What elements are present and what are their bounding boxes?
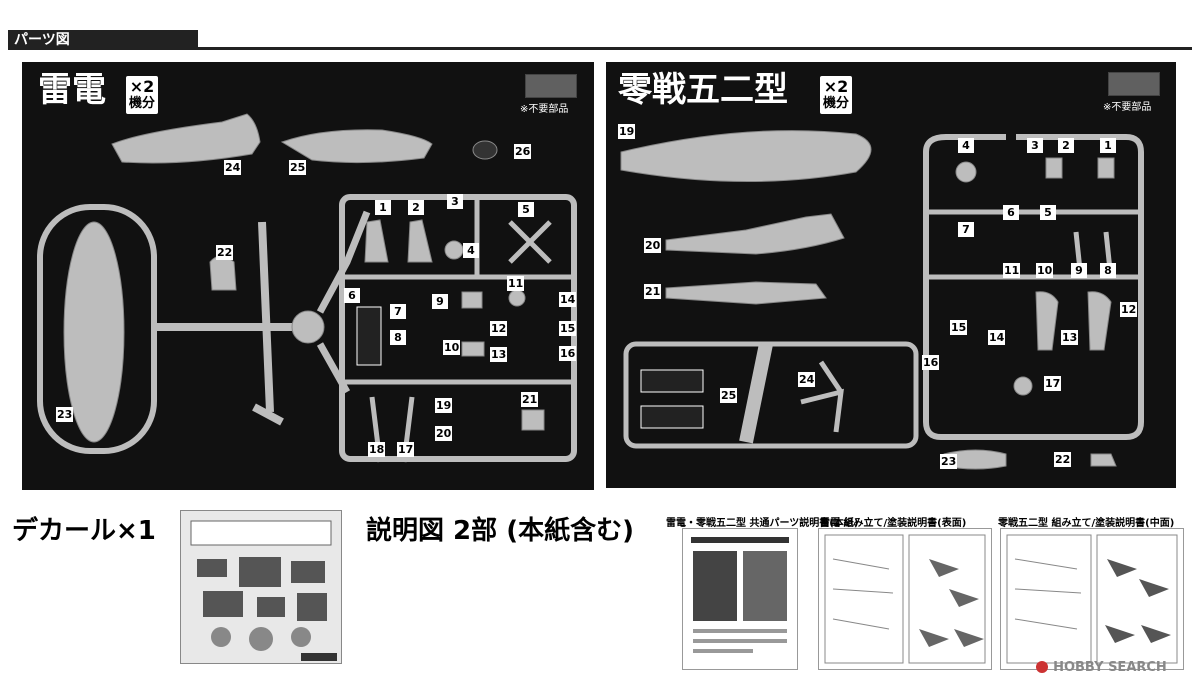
raiden-part-22: 22 <box>216 245 234 260</box>
raiden-unused-note: ※不要部品 <box>520 104 569 115</box>
raiden-part-21: 21 <box>521 392 539 407</box>
raiden-part-15: 15 <box>559 321 577 336</box>
raiden-part-20: 20 <box>435 426 453 441</box>
zero-part-7: 7 <box>958 222 974 237</box>
raiden-part-1: 1 <box>375 200 391 215</box>
doc-thumbnail-common <box>682 528 798 670</box>
raiden-part-9: 9 <box>432 294 448 309</box>
raiden-part-7: 7 <box>390 304 406 319</box>
zero-part-25: 25 <box>720 388 738 403</box>
zero-part-16: 16 <box>922 355 940 370</box>
raiden-part-5: 5 <box>518 202 534 217</box>
raiden-part-11: 11 <box>507 276 525 291</box>
zero-part-11: 11 <box>1003 263 1021 278</box>
raiden-part-6: 6 <box>344 288 360 303</box>
raiden-part-18: 18 <box>368 442 386 457</box>
raiden-part-3: 3 <box>447 194 463 209</box>
zero-sprue-illustration <box>620 130 1144 470</box>
zero-part-3: 3 <box>1027 138 1043 153</box>
zero-part-10: 10 <box>1036 263 1054 278</box>
zero-part-14: 14 <box>988 330 1006 345</box>
watermark-logo-icon <box>1036 660 1048 673</box>
zero-part-23: 23 <box>940 454 958 469</box>
raiden-part-8: 8 <box>390 330 406 345</box>
page-title: パーツ図 <box>14 32 70 48</box>
raiden-sprue-illustration <box>37 113 577 463</box>
doc-title-zero: 零戦五二型 組み立て/塗装説明書(中面) <box>998 518 1175 529</box>
raiden-part-14: 14 <box>559 292 577 307</box>
header-bar <box>8 30 198 50</box>
raiden-part-23: 23 <box>56 407 74 422</box>
zero-part-17: 17 <box>1044 376 1062 391</box>
doc-zero-illustration <box>1006 534 1178 664</box>
raiden-part-10: 10 <box>443 340 461 355</box>
zero-unused-swatch <box>1108 72 1160 96</box>
decal-sheet-image <box>180 510 342 664</box>
raiden-part-16: 16 <box>559 346 577 361</box>
raiden-part-13: 13 <box>490 347 508 362</box>
doc-thumbnail-zero <box>1000 528 1184 670</box>
zero-unused-note: ※不要部品 <box>1103 102 1152 113</box>
zero-part-15: 15 <box>950 320 968 335</box>
zero-title: 零戦五二型 <box>618 70 788 110</box>
zero-part-24: 24 <box>798 372 816 387</box>
zero-part-22: 22 <box>1054 452 1072 467</box>
raiden-unused-swatch <box>525 74 577 98</box>
raiden-multiplier: ×2 <box>129 77 155 96</box>
zero-part-13: 13 <box>1061 330 1079 345</box>
zero-quantity-badge: ×2 機分 <box>820 76 853 114</box>
zero-part-1: 1 <box>1100 138 1116 153</box>
doc-title-raiden: 雷電 組み立て/塗装説明書(表面) <box>820 518 967 529</box>
raiden-quantity-badge: ×2 機分 <box>126 76 159 114</box>
raiden-parts-panel: 雷電 ×2 機分 ※不要部品 1 2 3 4 5 6 7 8 9 10 11 1… <box>22 62 594 490</box>
zero-part-21: 21 <box>644 284 662 299</box>
raiden-title: 雷電 <box>38 70 106 110</box>
decal-label: デカール×1 <box>12 516 156 546</box>
zero-part-12: 12 <box>1120 302 1138 317</box>
zero-multiplier: ×2 <box>823 77 849 96</box>
zero-part-19: 19 <box>618 124 636 139</box>
raiden-part-19: 19 <box>435 398 453 413</box>
zero-part-9: 9 <box>1071 263 1087 278</box>
raiden-part-26: 26 <box>514 144 532 159</box>
watermark-text: HOBBY SEARCH <box>1053 660 1167 675</box>
zero-part-2: 2 <box>1058 138 1074 153</box>
doc-raiden-illustration <box>824 534 986 664</box>
zero-part-4: 4 <box>958 138 974 153</box>
raiden-part-4: 4 <box>463 243 479 258</box>
raiden-part-12: 12 <box>490 321 508 336</box>
watermark: HOBBY SEARCH <box>1036 656 1167 675</box>
zero-part-8: 8 <box>1100 263 1116 278</box>
raiden-part-25: 25 <box>289 160 307 175</box>
raiden-part-17: 17 <box>397 442 415 457</box>
raiden-sets-label: 機分 <box>129 96 156 111</box>
raiden-part-2: 2 <box>408 200 424 215</box>
header-rule <box>198 47 1192 50</box>
decal-sheet-illustration <box>190 520 337 661</box>
raiden-part-24: 24 <box>224 160 242 175</box>
zero-part-20: 20 <box>644 238 662 253</box>
zero-part-5: 5 <box>1040 205 1056 220</box>
doc-thumbnail-raiden <box>818 528 992 670</box>
zero-parts-panel: 零戦五二型 ×2 機分 ※不要部品 1 2 3 4 5 6 7 8 9 10 1… <box>606 62 1176 488</box>
doc-common-illustration <box>691 537 789 653</box>
zero-sets-label: 機分 <box>823 96 850 111</box>
zero-part-6: 6 <box>1003 205 1019 220</box>
manual-label: 説明図 2部 (本紙含む) <box>366 516 634 546</box>
doc-title-common: 雷電・零戦五二型 共通パーツ説明書(本紙) <box>666 518 859 529</box>
